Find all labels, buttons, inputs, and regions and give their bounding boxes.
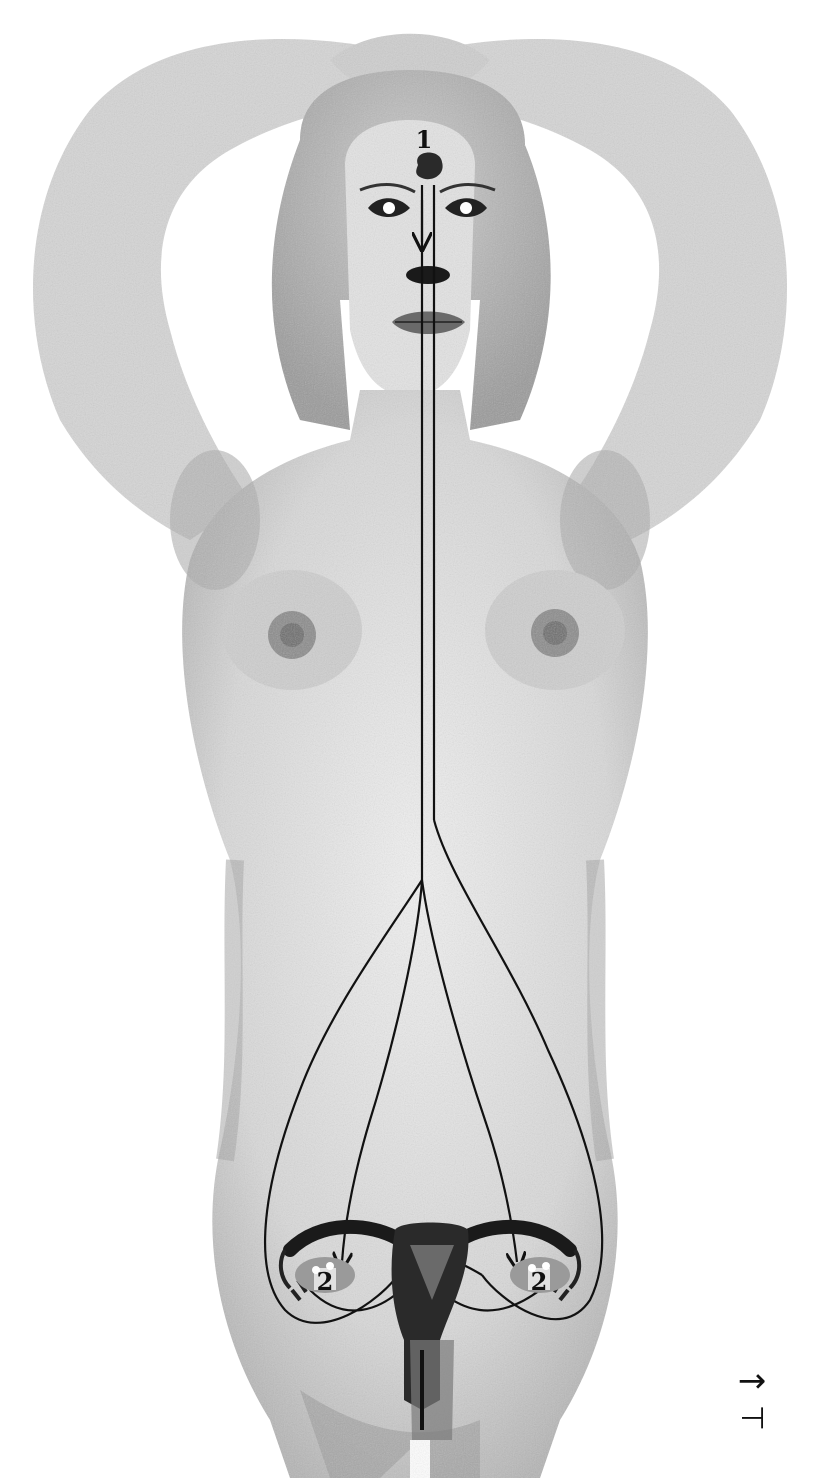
label-gland: 1 — [416, 125, 433, 154]
legend-bar-icon: ⊤ — [734, 1405, 769, 1431]
label-ovary-left: 2 — [317, 1267, 334, 1296]
label-ovary-right: 2 — [531, 1267, 548, 1296]
legend-arrow-icon: → — [738, 1361, 767, 1401]
face — [345, 120, 475, 398]
legend: → ⊤ — [734, 1361, 769, 1431]
